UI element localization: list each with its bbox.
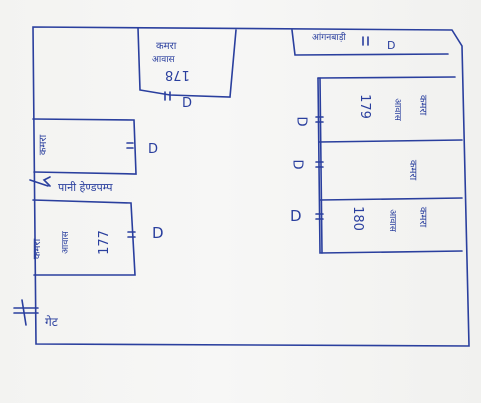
room-180-number: 180 (349, 206, 365, 231)
door-mark-anganwadi: D (387, 39, 396, 52)
right-divider-1 (318, 139, 463, 143)
door-mark-178: D (182, 96, 193, 111)
room-178-label: कमरा (156, 41, 177, 52)
room-179-number: 179 (356, 94, 372, 119)
room-178-number: 178 (165, 67, 190, 82)
right-block-top (317, 76, 456, 79)
room-180-label: कमरा (417, 206, 429, 228)
anganwadi-outline (291, 29, 449, 56)
room-180-sub: आवास (386, 209, 397, 232)
room-179-label: कमरा (417, 94, 429, 116)
room-177-sub: आवास (60, 231, 71, 254)
door-mark-179: D (293, 116, 309, 127)
right-divider-2 (319, 197, 463, 201)
door-mark-right-middle: D (289, 159, 305, 170)
right-block-outline (317, 77, 463, 254)
passage-label: पानी हेण्डपम्प (58, 181, 113, 194)
outer-wall (32, 26, 470, 347)
room-179-sub: आवास (391, 98, 402, 121)
right-block-inner (319, 77, 323, 254)
room-177-number: 177 (96, 230, 112, 255)
left-lower-outline (32, 199, 136, 276)
anganwadi-label: आंगनबाड़ी (312, 33, 346, 43)
door-mark-177: D (152, 224, 164, 242)
door-mark-180: D (290, 207, 302, 225)
room-177-label: कमरा (32, 238, 44, 260)
room-178-sub: आवास (152, 55, 175, 65)
door-mark-left-upper: D (148, 142, 159, 157)
left-upper-outline (32, 118, 137, 175)
left-upper-room-label: कमरा (38, 134, 50, 156)
gate-label: गेट (45, 315, 58, 329)
right-middle-room-label: कमरा (407, 159, 419, 181)
